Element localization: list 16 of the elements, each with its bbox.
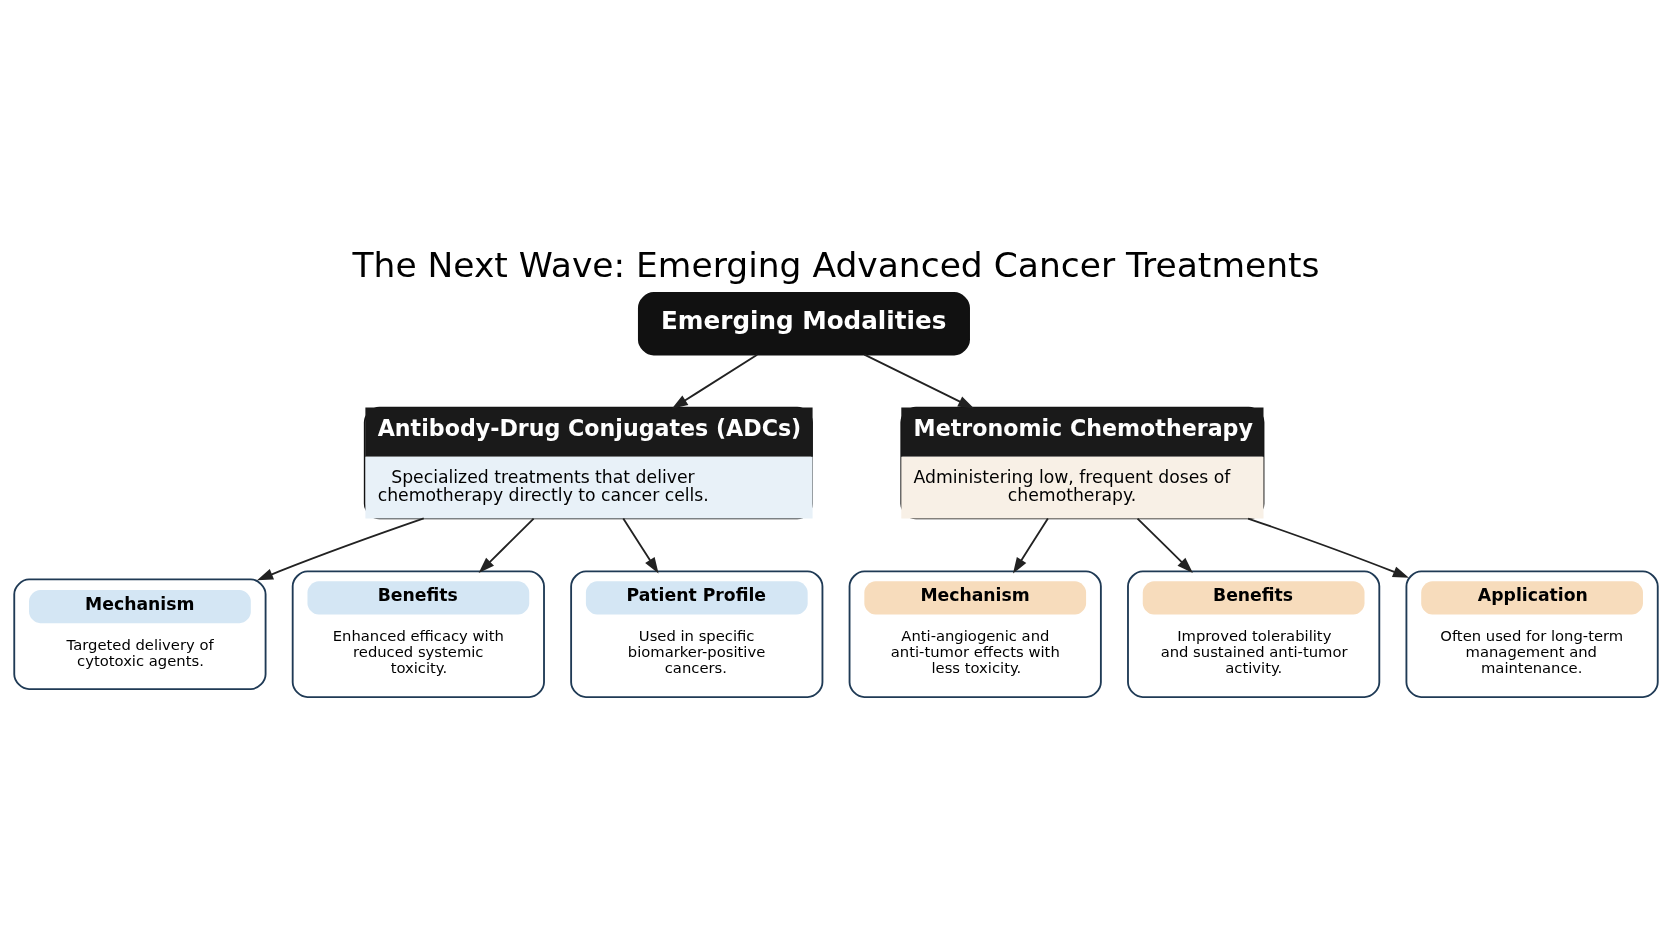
node-box: Emerging Modalities	[637, 291, 970, 355]
arrow	[1136, 517, 1193, 573]
node-box: Mechanism Anti-angiogenic and anti-tumor effects with less toxicity.	[848, 570, 1102, 698]
arrow	[671, 353, 759, 409]
arrow	[863, 353, 975, 409]
arrow	[1247, 517, 1409, 578]
node-box: Benefits Improved tolerability and sustained anti-tumor activity.	[1127, 570, 1381, 698]
node-box: Patient Profile Used in specific biomarker-positive cancers.	[570, 570, 824, 698]
arrow	[257, 517, 425, 580]
node-box: Application Often used for long-term management and maintenance.	[1405, 570, 1659, 698]
arrow	[622, 517, 659, 573]
diagram-title: The Next Wave: Emerging Advanced Cancer Treatments	[352, 244, 1320, 285]
node-box: Mechanism Targeted delivery of cytotoxic agents.	[13, 578, 267, 690]
node-box: Benefits Enhanced efficacy with reduced systemic toxicity.	[291, 570, 545, 698]
arrow	[1013, 517, 1049, 573]
arrow	[478, 517, 535, 573]
